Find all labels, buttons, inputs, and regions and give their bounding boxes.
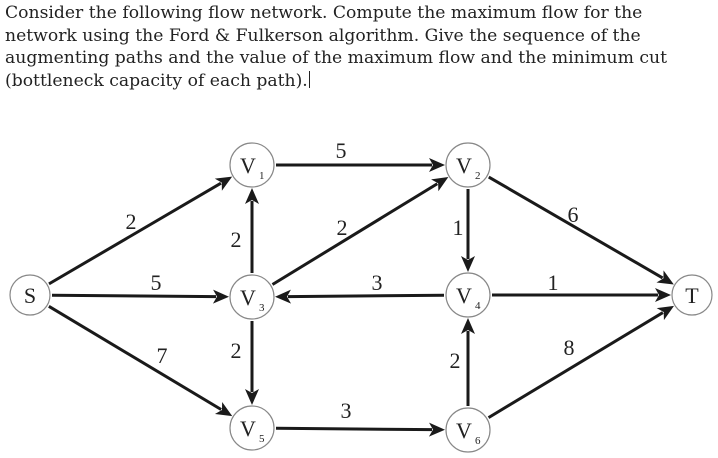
- capacity-label: 8: [564, 335, 575, 360]
- edge-line: [287, 293, 445, 299]
- arrowhead: [656, 270, 674, 285]
- edge-line: [488, 175, 664, 280]
- arrowhead: [274, 289, 292, 304]
- node-label: V: [456, 153, 472, 178]
- question-text: Consider the following flow network. Com…: [5, 2, 715, 92]
- node-subscript: 5: [259, 433, 265, 445]
- edge-v6-t: [487, 305, 675, 419]
- capacity-label: 5: [151, 270, 162, 295]
- edge-v2-v4: [461, 189, 475, 272]
- edges-layer: 2 5 7 5 2 2 1 6 3 1 2 3 2 8: [48, 138, 675, 437]
- edge-v3-v2: [271, 176, 449, 286]
- capacity-label: 2: [450, 348, 461, 373]
- arrowhead: [431, 176, 449, 192]
- edge-v6-v4: [461, 318, 475, 406]
- capacity-label: 1: [548, 270, 559, 295]
- edge-v4-v3: [274, 289, 445, 304]
- node-circle: [445, 142, 491, 188]
- node-t: T: [671, 274, 713, 316]
- node-label: S: [24, 283, 36, 308]
- node-circle: [229, 142, 275, 188]
- node-circle: [445, 407, 491, 453]
- text-cursor: [308, 70, 310, 88]
- node-subscript: 3: [259, 302, 265, 314]
- capacity-label: 3: [372, 270, 383, 295]
- arrowhead: [214, 176, 233, 191]
- edge-line: [48, 305, 222, 411]
- arrowhead: [245, 389, 259, 405]
- edge-line: [487, 311, 664, 419]
- edge-v3-v5: [245, 321, 259, 405]
- capacity-label: 2: [231, 227, 242, 252]
- question-line-4-text: (bottleneck capacity of each path).: [5, 70, 308, 91]
- arrowhead: [429, 158, 445, 172]
- arrowhead: [245, 188, 259, 204]
- edge-line: [275, 426, 433, 432]
- node-label: V: [240, 153, 256, 178]
- edge-v1-v2: [276, 158, 445, 172]
- node-circle: [229, 405, 275, 451]
- arrowhead: [212, 289, 230, 304]
- edge-s-v3: [51, 289, 230, 304]
- edge-v3-v1: [245, 188, 259, 273]
- capacity-label: 2: [126, 209, 137, 234]
- capacity-label: 5: [336, 138, 347, 163]
- edge-v2-t: [488, 175, 674, 285]
- node-label: V: [456, 283, 472, 308]
- node-label: V: [240, 416, 256, 441]
- node-label: V: [456, 418, 472, 443]
- arrowhead: [214, 401, 233, 417]
- node-circle: [445, 272, 491, 318]
- edge-line: [51, 293, 217, 299]
- question-line-2: network using the Ford & Fulkerson algor…: [5, 25, 641, 46]
- capacity-label: 1: [453, 215, 464, 240]
- edge-line: [48, 181, 222, 286]
- capacity-label: 3: [341, 398, 352, 423]
- node-subscript: 1: [259, 170, 265, 182]
- edge-s-v5: [48, 305, 233, 417]
- edge-line: [271, 182, 439, 286]
- question-line-1: Consider the following flow network. Com…: [5, 3, 643, 23]
- capacity-label: 7: [157, 343, 168, 368]
- arrowhead: [461, 256, 475, 272]
- capacity-label: 2: [337, 215, 348, 240]
- question-line-3: augmenting paths and the value of the ma…: [5, 48, 667, 68]
- node-circle: [229, 274, 275, 320]
- node-label: T: [685, 283, 699, 308]
- edge-v5-v6: [275, 422, 446, 437]
- capacity-label: 2: [231, 338, 242, 363]
- arrowhead: [428, 422, 446, 437]
- arrowhead: [656, 305, 675, 321]
- node-label: V: [240, 285, 256, 310]
- node-subscript: 6: [475, 435, 481, 447]
- node-circle: [9, 274, 51, 316]
- node-s: S: [9, 274, 51, 316]
- arrowhead: [461, 318, 475, 334]
- node-subscript: 4: [475, 300, 481, 312]
- node-circle: [671, 274, 713, 316]
- capacity-label: 6: [568, 202, 579, 227]
- edge-s-v1: [48, 176, 233, 286]
- arrowhead: [655, 288, 671, 302]
- edge-v4-t: [492, 288, 671, 302]
- question-line-4: (bottleneck capacity of each path).: [5, 70, 715, 93]
- node-subscript: 2: [475, 170, 481, 182]
